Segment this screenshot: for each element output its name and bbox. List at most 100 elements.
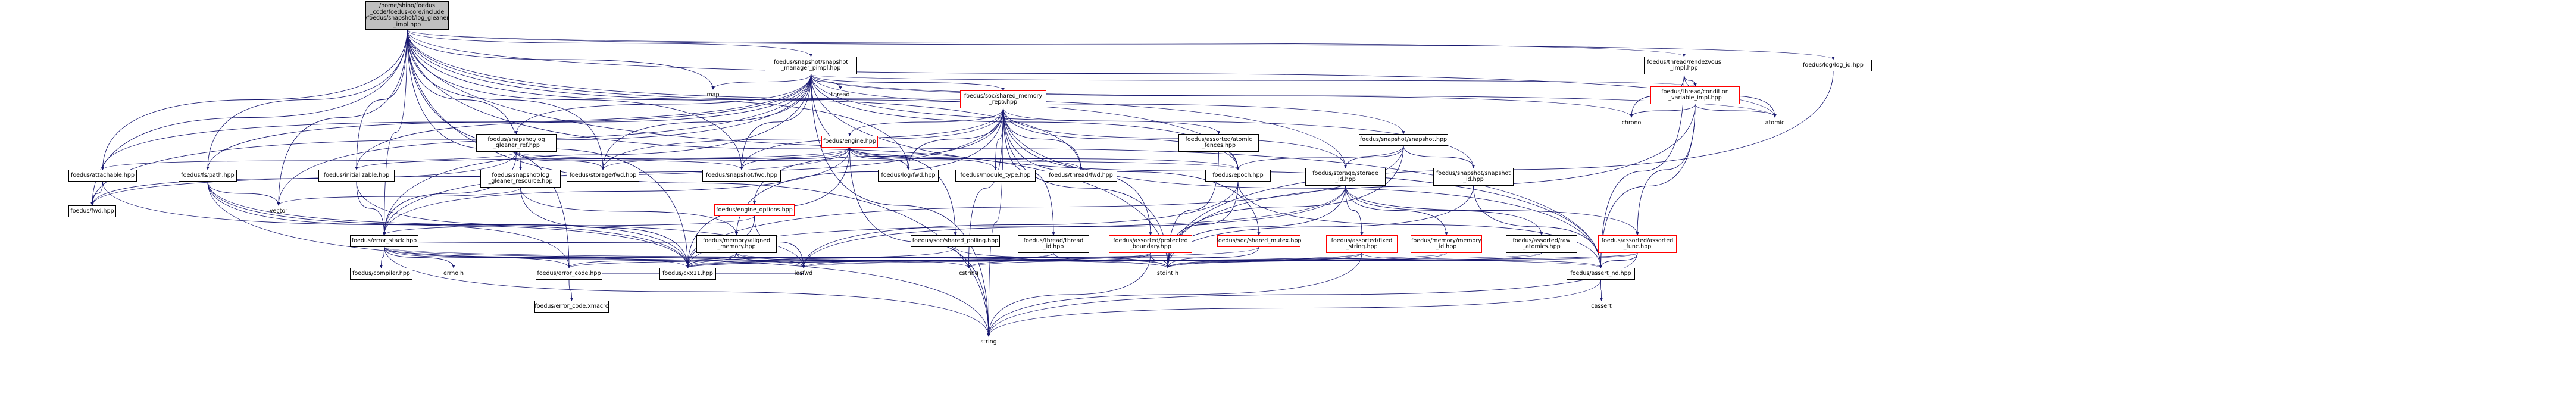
node-assert[interactable]: foedus/assert_nd.hpp [1567, 268, 1635, 280]
node-label-line: /home/shino/foedus [379, 2, 435, 9]
edge-root-to-sid [407, 29, 1348, 168]
edge-eng-to-mtype [849, 147, 998, 170]
node-logfwd[interactable]: foedus/log/fwd.hpp [878, 170, 939, 182]
node-label-line: _impl.hpp [393, 21, 421, 28]
edge-afs-to-string [987, 252, 1362, 337]
edge-cvi-to-assert [1599, 104, 1696, 268]
node-label-line: _gleaner_ref.hpp [493, 142, 540, 149]
edge-eng-to-stfwd [601, 147, 850, 170]
edge-slg-to-epoch [516, 151, 1240, 170]
edge-eng-to-epoch [849, 147, 1240, 170]
node-ttid[interactable]: foedus/thread/thread_id.hpp [1018, 235, 1089, 253]
node-init[interactable]: foedus/initializable.hpp [318, 170, 395, 182]
node-ecode[interactable]: foedus/error_code.hpp [536, 268, 602, 280]
edge-root-to-trv [407, 29, 1686, 57]
node-label-line: foedus/module_type.hpp [960, 171, 1031, 179]
edge-root-to-logid [407, 29, 1835, 60]
node-stfwd[interactable]: foedus/storage/fwd.hpp [567, 170, 639, 182]
node-fsp[interactable]: foedus/fs/path.hpp [179, 170, 237, 182]
node-snap[interactable]: foedus/snapshot/snapshot.hpp [1359, 134, 1448, 146]
node-label-line: foedus/engine.hpp [823, 138, 876, 145]
node-label-line: foedus/assorted/assorted [1601, 237, 1674, 244]
node-ssid[interactable]: foedus/snapshot/snapshot_id.hpp [1433, 168, 1514, 186]
node-cassert: cassert [1588, 301, 1615, 313]
edge-smi-to-ssid [811, 74, 1475, 168]
node-ssfwd[interactable]: foedus/snapshot/fwd.hpp [702, 170, 781, 182]
edge-aaf2-to-cxx11 [686, 252, 1638, 268]
node-smr[interactable]: foedus/soc/shared_memory_repo.hpp [960, 90, 1046, 108]
node-thread: thread [826, 89, 855, 101]
node-sid[interactable]: foedus/storage/storage_id.hpp [1305, 168, 1386, 186]
node-slgr[interactable]: foedus/snapshot/log_gleaner_resource.hpp [480, 170, 561, 188]
node-estack[interactable]: foedus/error_stack.hpp [350, 235, 418, 247]
edge-smr-to-epoch [1003, 108, 1240, 170]
node-mam[interactable]: foedus/memory/aligned_memory.hpp [696, 235, 777, 253]
node-label-line: foedus/thread/fwd.hpp [1049, 171, 1113, 179]
edge-eng-to-logfwd [849, 147, 910, 170]
edge-sid-to-afs [1345, 185, 1364, 236]
node-ssp[interactable]: foedus/soc/shared_polling.hpp [911, 235, 1000, 247]
node-label-line: cstring [959, 270, 978, 277]
edge-smi-to-estack [382, 74, 811, 236]
node-araw[interactable]: foedus/assorted/raw_atomics.hpp [1506, 235, 1577, 253]
edge-root-to-init [355, 29, 408, 170]
node-exm[interactable]: foedus/error_code.xmacro [534, 301, 609, 313]
node-cvi[interactable]: foedus/thread/condition_variable_impl.hp… [1650, 86, 1740, 104]
node-label-line: _id.hpp [1335, 176, 1356, 183]
node-label-line: foedus/fs/path.hpp [181, 171, 235, 179]
edge-eng-to-fwd [90, 147, 850, 206]
node-label-line: chrono [1621, 119, 1642, 126]
edge-cvi-to-chrono [1630, 104, 1696, 118]
node-trv[interactable]: foedus/thread/rendezvous_impl.hpp [1644, 57, 1724, 74]
node-thfwd[interactable]: foedus/thread/fwd.hpp [1045, 170, 1117, 182]
node-aaf[interactable]: foedus/assorted/atomic_fences.hpp [1178, 134, 1259, 152]
node-comp[interactable]: foedus/compiler.hpp [350, 268, 412, 280]
edge-init-to-cxx11 [356, 181, 690, 268]
node-label-line: _memory.hpp [717, 243, 756, 250]
edge-smi-to-attach [101, 74, 811, 170]
node-logid[interactable]: foedus/log/log_id.hpp [1795, 60, 1872, 71]
node-slg[interactable]: foedus/snapshot/log_gleaner_ref.hpp [476, 134, 557, 152]
node-label-line: foedus/thread/thread [1023, 237, 1084, 244]
edge-smr-to-thfwd [1003, 108, 1083, 170]
node-afs[interactable]: foedus/assorted/fixed_string.hpp [1326, 235, 1398, 253]
edge-snap-to-epoch [1236, 145, 1404, 170]
edge-estack-to-errno [384, 246, 455, 268]
node-smi[interactable]: foedus/snapshot/snapshot_manager_pimpl.h… [765, 57, 857, 74]
edge-root-to-estack [382, 29, 408, 236]
node-label-line: _repo.hpp [989, 99, 1018, 105]
edge-aaf2-to-stdint [1166, 252, 1638, 268]
node-apb[interactable]: foedus/assorted/protected_boundary.hpp [1109, 235, 1192, 253]
node-label-line: foedus/soc/shared_memory [964, 92, 1043, 99]
node-label-line: /foedus/snapshot/log_gleaner [365, 15, 449, 21]
edge-smr-to-aaf [1003, 108, 1221, 135]
node-label-line: string [980, 338, 997, 345]
edge-estack-to-ecode [384, 246, 571, 268]
node-mtype[interactable]: foedus/module_type.hpp [955, 170, 1036, 182]
edge-root-to-map [407, 29, 715, 90]
node-label-line: thread [831, 91, 850, 98]
node-fwd[interactable]: foedus/fwd.hpp [68, 205, 116, 217]
node-label-line: _gleaner_resource.hpp [488, 178, 553, 185]
node-label-line: foedus/error_code.hpp [537, 270, 601, 277]
node-root[interactable]: /home/shino/foedus_code/foedus-core/incl… [365, 1, 449, 30]
node-chrono: chrono [1619, 117, 1644, 129]
edge-root-to-logfwd [407, 29, 910, 170]
node-epoch[interactable]: foedus/epoch.hpp [1205, 170, 1271, 182]
edge-aaf2-to-assert [1599, 252, 1638, 268]
node-cxx11[interactable]: foedus/cxx11.hpp [659, 268, 716, 280]
edge-sid-to-araw [1345, 185, 1543, 236]
node-eng[interactable]: foedus/engine.hpp [821, 136, 878, 148]
edge-apb-to-cxx11 [686, 252, 1151, 268]
edge-root-to-string [407, 29, 990, 337]
edge-smr-to-mam [734, 108, 1003, 236]
node-ssm[interactable]: foedus/soc/shared_mutex.hpp [1217, 235, 1301, 247]
node-aaf2[interactable]: foedus/assorted/assorted_func.hpp [1598, 235, 1677, 253]
node-attach[interactable]: foedus/attachable.hpp [68, 170, 137, 182]
node-eopt[interactable]: foedus/engine_options.hpp [714, 204, 795, 216]
node-mid[interactable]: foedus/memory/memory_id.hpp [1411, 235, 1482, 253]
edge-smr-to-cstring [967, 108, 1003, 268]
node-label-line: stdint.h [1156, 270, 1179, 277]
edge-fsp-to-ecode [207, 181, 571, 268]
edge-sid-to-iosfwd [802, 185, 1346, 268]
